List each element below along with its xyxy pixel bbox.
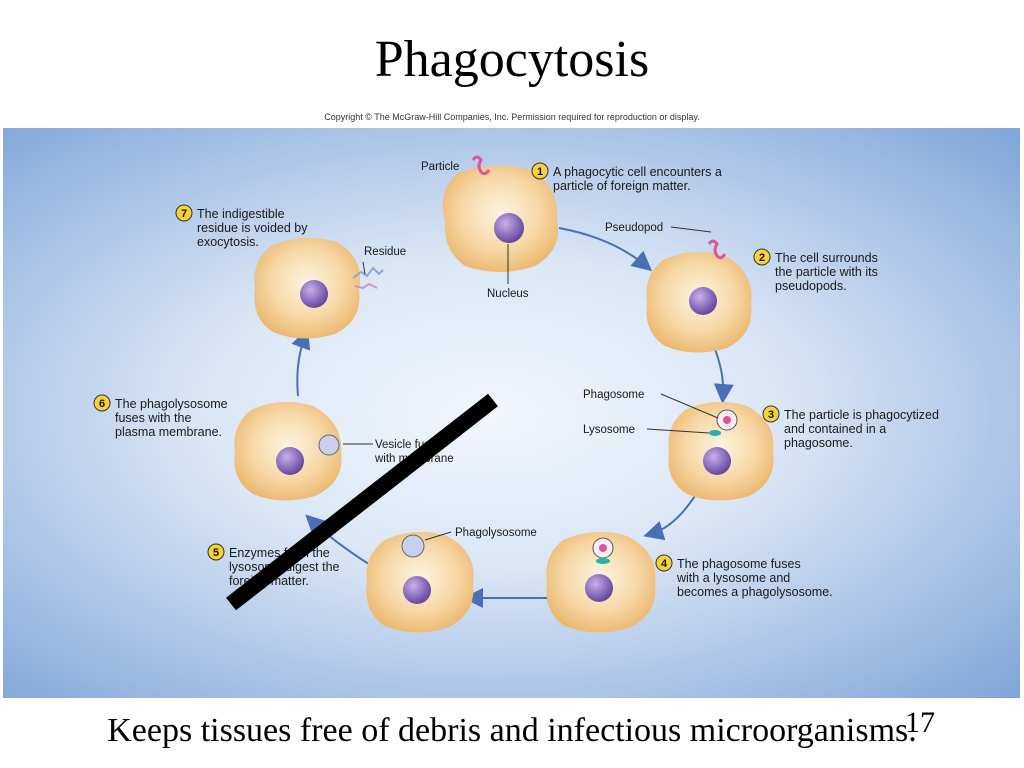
step-5-badge [207,543,225,561]
residue-icon [352,266,384,279]
cell-step-3 [668,401,774,501]
svg-text:4: 4 [661,558,668,570]
nucleus-icon [703,447,731,475]
step-4: 4 The phagosome fuses with a lysosome an… [655,554,833,599]
phagosome-label: Phagosome [583,389,644,401]
diagonal-slash [226,393,498,611]
svg-text:fuses with the: fuses with the [115,411,191,425]
step-2-badge [753,248,771,266]
step-4-badge [655,554,673,572]
arrow-1-2 [558,227,653,272]
step-6: 6 The phagolysosome fuses with the plasm… [93,394,228,439]
svg-text:2: 2 [759,252,765,264]
nucleus-icon [494,213,524,243]
svg-text:5: 5 [213,547,219,559]
svg-text:The phagosome fuses: The phagosome fuses [677,557,801,571]
phagosome-leader [660,393,719,419]
svg-text:7: 7 [181,208,187,220]
nucleus-icon [300,280,328,308]
step-1: 1 A phagocytic cell encounters a particl… [531,162,722,193]
cell-step-1 [442,155,559,272]
svg-text:The particle is phagocytized: The particle is phagocytized [784,408,939,422]
nucleus-icon [403,576,431,604]
lysosome-leader [646,428,710,434]
nucleus-label: Nucleus [487,288,529,300]
step-3-badge [762,405,780,423]
lysosome-icon [709,430,721,436]
particle-label: Particle [421,161,459,173]
phagolysosome-label: Phagolysosome [455,527,537,539]
copyright-notice: Copyright © The McGraw-Hill Companies, I… [324,112,700,122]
step-7-badge [175,204,193,222]
phagocytosis-diagram: Particle Nucleus Pseudopod Phagosome Lys… [3,128,1020,698]
arrow-6-7 [291,328,311,397]
step-3: 3 The particle is phagocytized and conta… [762,405,939,450]
pseudopod-label: Pseudopod [605,222,663,234]
page-number: 17 [905,706,935,739]
slide-caption: Keeps tissues free of debris and infecti… [107,712,917,749]
svg-text:particle of foreign matter.: particle of foreign matter. [553,179,691,193]
arrow-5-6 [305,514,376,569]
svg-text:The cell surrounds: The cell surrounds [775,251,878,265]
svg-text:A phagocytic cell encounters a: A phagocytic cell encounters a [553,165,722,179]
svg-text:residue is voided by: residue is voided by [197,221,308,235]
step-2: 2 The cell surrounds the particle with i… [753,248,878,293]
svg-text:and contained in a: and contained in a [784,422,886,436]
svg-text:becomes a phagolysosome.: becomes a phagolysosome. [677,585,833,599]
step-6-badge [93,394,111,412]
cell-step-5 [366,531,474,633]
pseudopod-leader [670,226,712,233]
residue-leader [362,261,366,275]
svg-text:phagosome.: phagosome. [784,436,853,450]
svg-text:with a lysosome and: with a lysosome and [676,571,790,585]
svg-text:1: 1 [537,166,543,178]
svg-text:exocytosis.: exocytosis. [197,235,259,249]
nucleus-icon [276,447,304,475]
nucleus-icon [585,574,613,602]
svg-text:The indigestible: The indigestible [197,207,285,221]
particle-icon [707,239,727,260]
cell-step-4 [546,531,656,633]
cell-step-2 [646,239,752,353]
nucleus-icon [689,287,717,315]
particle-icon [471,155,491,176]
cell-step-7 [254,237,384,339]
svg-text:the particle with its: the particle with its [775,265,878,279]
residue-label: Residue [364,246,406,258]
svg-text:6: 6 [99,398,105,410]
svg-text:plasma membrane.: plasma membrane. [115,425,222,439]
cell-step-6 [234,401,342,501]
step-1-badge [531,162,549,180]
lysosome-label: Lysosome [583,424,635,436]
phagolysosome-icon [401,534,425,558]
svg-text:pseudopods.: pseudopods. [775,279,847,293]
step-7: 7 The indigestible residue is voided by … [175,204,308,249]
phagolysosome-leader [424,531,452,541]
svg-text:The phagolysosome: The phagolysosome [115,397,228,411]
vesicle-icon [318,434,340,456]
svg-text:3: 3 [768,409,774,421]
slide-title: Phagocytosis [374,31,650,88]
